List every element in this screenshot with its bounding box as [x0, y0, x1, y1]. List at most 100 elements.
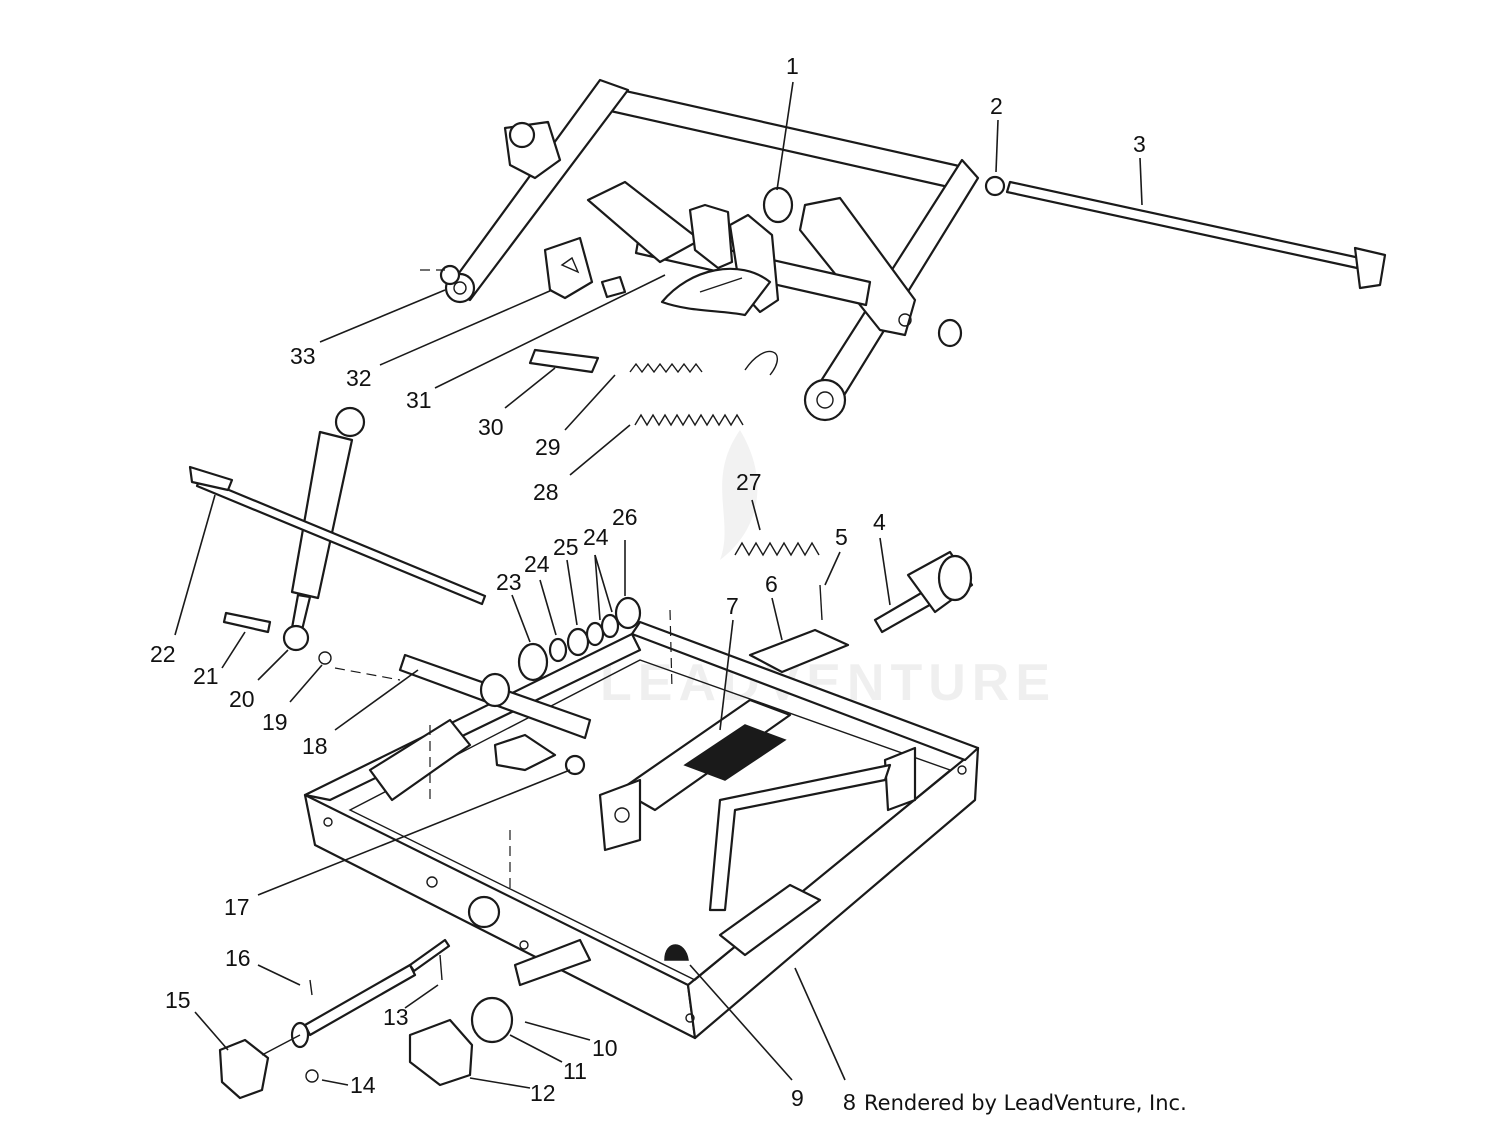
roll-pin-13 [439, 954, 443, 981]
e-clip [305, 1069, 319, 1083]
frame-hole-3 [519, 940, 529, 950]
spacer-block [528, 348, 600, 374]
leader-lines [174, 81, 1143, 1089]
callout-2: 2 [990, 93, 1003, 119]
pivot-nut [564, 754, 586, 776]
callout-16: 16 [225, 945, 251, 971]
main-spring [734, 541, 820, 557]
callout-19: 19 [262, 709, 288, 735]
slide-plate [748, 628, 850, 674]
callout-25: 25 [553, 534, 579, 560]
pivot-plate-boss [479, 672, 511, 708]
guide-line-3 [669, 609, 673, 691]
washer-b [585, 621, 605, 647]
callout-13: 13 [383, 1004, 409, 1030]
hub-stack [517, 596, 642, 682]
left-upper-arm [446, 78, 630, 302]
rubber-bumper [664, 944, 689, 961]
callout-9: 9 [791, 1085, 804, 1111]
callout-18: 18 [302, 733, 328, 759]
frame-hole-4 [685, 1013, 695, 1023]
pivot-block [493, 733, 557, 772]
callout-12: 12 [530, 1080, 556, 1106]
roller-assembly [748, 550, 974, 674]
roller-wheel [937, 554, 973, 602]
roll-pin-16 [309, 979, 313, 996]
upper-bushing [762, 186, 794, 224]
quadrant-slot [699, 277, 743, 293]
callout-30: 30 [478, 414, 504, 440]
callout-22: 22 [150, 641, 176, 667]
guide-line-4 [334, 667, 401, 681]
bearing-nut [614, 596, 642, 630]
shock-body [290, 430, 354, 600]
rod-shaft [1005, 180, 1362, 270]
rod-handle [1353, 246, 1387, 290]
callout-14: 14 [350, 1072, 376, 1098]
watermark-flame-icon [720, 430, 758, 560]
release-rod-handle [188, 465, 234, 492]
adjust-strip [513, 938, 592, 987]
spring-clip [408, 1018, 474, 1087]
latch-plate-notch [560, 256, 580, 274]
left-bracket-bushing [508, 121, 536, 149]
shock-top-eye [334, 406, 366, 438]
shock-assembly [188, 406, 487, 665]
channel-grip [683, 724, 787, 781]
washer-a [548, 637, 568, 663]
callout-11: 11 [563, 1058, 587, 1084]
fastener [819, 584, 823, 621]
ratchet-plate-left [688, 203, 734, 270]
frame-hole-1 [323, 817, 333, 827]
bushing-10 [470, 996, 514, 1044]
frame-hole-2 [426, 876, 438, 888]
callout-32: 32 [346, 365, 372, 391]
callout-17: 17 [224, 894, 250, 920]
slotted-quadrant [660, 267, 772, 317]
callouts: 1 2 3 4 5 6 7 8 9 10 11 12 13 14 15 16 1… [150, 53, 1146, 1115]
upper-assembly [439, 78, 980, 427]
shock-bottom-eye [282, 624, 310, 652]
frame-left-rail [303, 632, 642, 802]
top-cross-tube [604, 86, 970, 192]
callout-33: 33 [290, 343, 316, 369]
callout-5: 5 [835, 524, 848, 550]
callout-8: 8 [843, 1089, 856, 1115]
front-block-hole [614, 807, 630, 823]
retaining-clip [318, 651, 332, 665]
star-knob [218, 1038, 270, 1100]
left-arm-pivot-bore [453, 281, 467, 295]
bent-lever [708, 763, 892, 912]
render-credit: Rendered by LeadVenture, Inc. [864, 1091, 1187, 1115]
rear-bracket [883, 746, 917, 812]
washer-c [600, 613, 620, 639]
callout-26: 26 [612, 504, 638, 530]
thrust-bearing [566, 627, 590, 657]
callout-29: 29 [535, 434, 561, 460]
shock-rod [290, 593, 312, 632]
pivot-washer [439, 264, 461, 286]
shock-bolt [222, 611, 272, 634]
right-bracket-hole [898, 313, 912, 327]
right-arm-pivot-bore [816, 391, 834, 409]
frame-back-rail [630, 620, 980, 762]
callout-15: 15 [165, 987, 191, 1013]
slot-guide [368, 718, 472, 802]
rod-washer [984, 175, 1006, 197]
side-slot [718, 883, 822, 957]
right-arm-pivot [803, 378, 847, 422]
roller-pin [600, 275, 627, 299]
hub [517, 642, 549, 682]
knob-stem [261, 1034, 301, 1056]
adjusting-screw [218, 938, 514, 1100]
callout-1: 1 [786, 53, 799, 79]
callout-4: 4 [873, 509, 886, 535]
small-spring [629, 362, 703, 374]
frame-hole-5 [957, 765, 967, 775]
callout-3: 3 [1133, 131, 1146, 157]
callout-20: 20 [229, 686, 255, 712]
callout-31: 31 [406, 387, 432, 413]
callout-27: 27 [736, 469, 762, 495]
callout-23: 23 [496, 569, 522, 595]
